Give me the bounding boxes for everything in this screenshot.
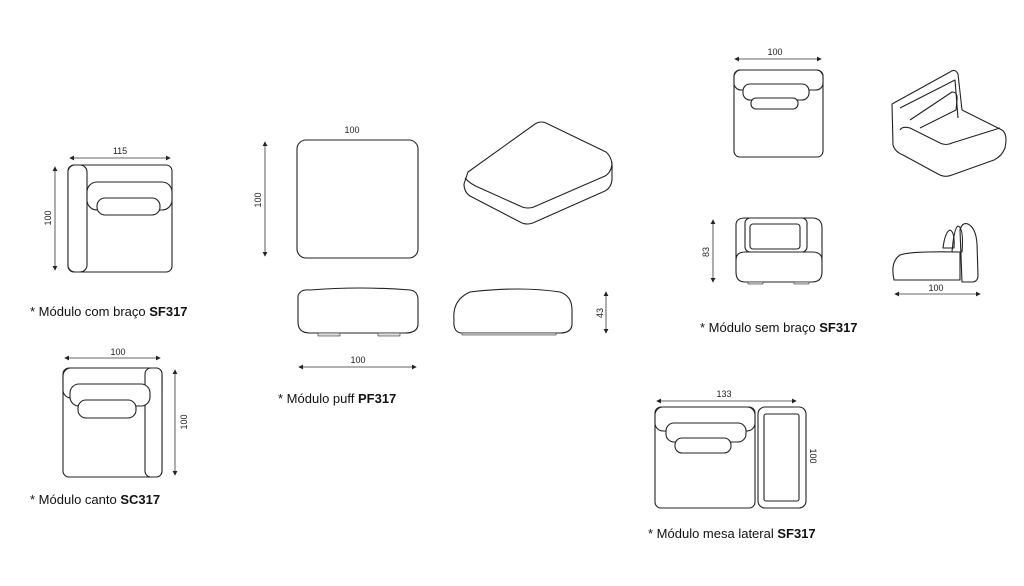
caption-modulo-mesa-lateral: * Módulo mesa lateral SF317 [648,526,816,541]
dim-height: 43 [595,308,605,318]
caption-modulo-sem-braco: * Módulo sem braço SF317 [700,320,858,335]
caption-label: * Módulo puff [278,391,358,406]
product-code: SF317 [819,320,858,335]
product-code: SF317 [777,526,816,541]
dim-depth: 100 [179,414,189,429]
module-sem-braco-views: 100 83 100 [701,47,1007,297]
caption-label: * Módulo com braço [30,304,150,319]
caption-label: * Módulo mesa lateral [648,526,778,541]
dim-front-width: 100 [350,355,365,365]
module-com-braco-plan: 115 100 [43,146,173,273]
caption-modulo-com-braco: * Módulo com braço SF317 [30,304,188,319]
caption-label: * Módulo canto [30,492,121,507]
product-code: PF317 [357,391,397,406]
dim-depth: 100 [43,210,53,225]
dim-width: 115 [113,146,127,156]
dim-depth: 100 [808,448,818,463]
caption-modulo-puff: * Módulo puff PF317 [278,391,396,406]
dim-height: 83 [701,247,711,257]
dim-width: 100 [767,47,782,57]
dim-side-depth: 100 [928,283,943,293]
caption-label: * Módulo sem braço [700,320,820,335]
module-mesa-lateral-plan: 133 100 [654,389,818,509]
dim-top-depth: 100 [253,192,263,207]
product-code: SF317 [149,304,188,319]
caption-modulo-canto: * Módulo canto SC317 [30,492,160,507]
dim-width: 100 [110,347,125,357]
dim-width: 133 [716,389,731,399]
module-canto-plan: 100 100 [62,347,189,478]
dim-top-width: 100 [344,125,359,135]
product-code: SC317 [120,492,161,507]
module-puff-views: 100 100 100 43 [253,121,613,370]
